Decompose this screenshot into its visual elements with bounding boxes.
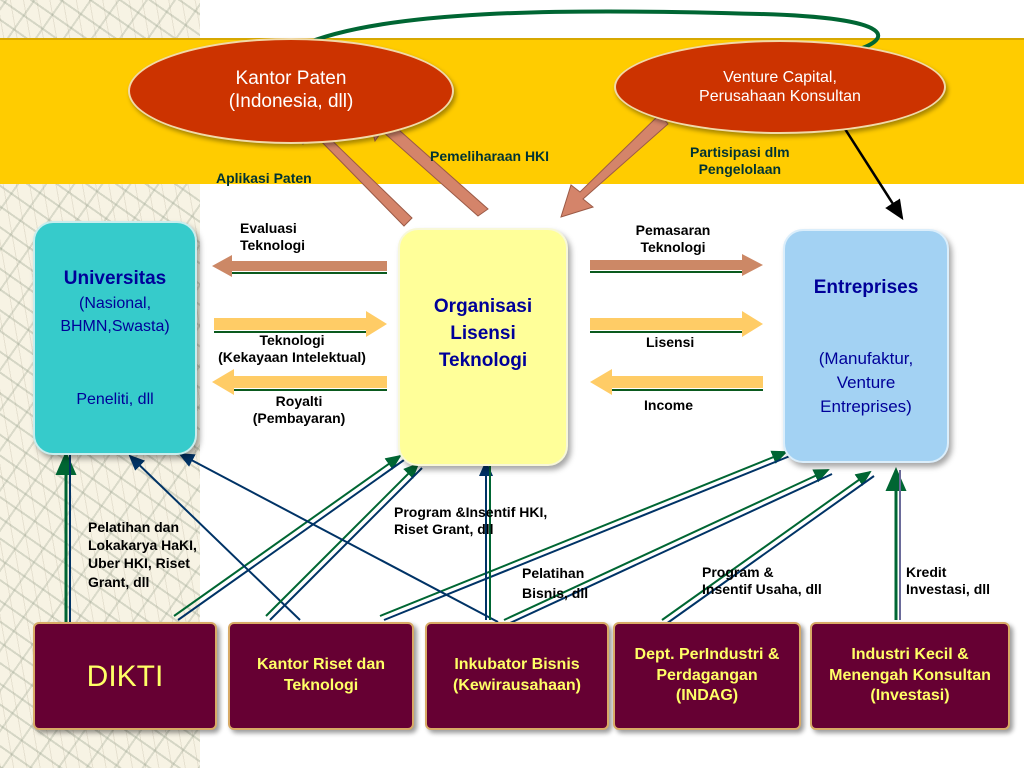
label-program-usaha: Program & Insentif Usaha, dll [702,564,822,598]
label-aplikasi-paten: Aplikasi Paten [216,170,312,186]
venture-capital-line1: Venture Capital, [723,68,837,86]
label-pemasaran-line1: Pemasaran [635,222,711,238]
label-program-usaha-line1: Program & [702,564,774,580]
organisasi-line3: Teknologi [438,350,528,371]
label-program-usaha-line2: Insentif Usaha, dll [702,580,822,597]
label-royalti-line1: Royalti [275,393,323,409]
kantor-paten-node: Kantor Paten (Indonesia, dll) [128,38,454,144]
label-teknologi-ki: Teknologi (Kekayaan Intelektual) [200,332,384,366]
label-pelatihan-lokakarya-line1: Pelatihan dan [88,519,180,535]
venture-capital-node: Venture Capital, Perusahaan Konsultan [614,40,946,134]
universitas-line2: (Nasional, [78,295,152,312]
dept-perindustrian-line2: Perdagangan [656,666,758,684]
entreprises-line4: Entreprises) [820,397,912,416]
industri-kecil-line2: Menengah Konsultan [829,666,991,684]
kantor-riset-line2: Teknologi [283,677,359,694]
label-income: Income [644,397,694,413]
industri-kecil-line3: (Investasi) [870,687,950,705]
universitas-title: Universitas [63,268,167,289]
support-lines [55,450,907,625]
label-pelatihan-lokakarya-line3: Uber HKI, Riset [88,555,190,572]
arrow-vc-to-entreprises [836,117,904,221]
label-pelatihan-lokakarya-line4: Grant, dll [88,573,150,590]
label-kredit-line2: Investasi, dll [906,580,991,597]
label-evaluasi-teknologi: Evaluasi Teknologi [240,220,305,254]
universitas-line4: Peneliti, dll [76,391,154,408]
entreprises-node: Entreprises (Manufaktur, Venture Entrepr… [783,229,949,463]
kantor-riset-box: Kantor Riset dan Teknologi [228,622,414,730]
organisasi-lisensi-node: Organisasi Lisensi Teknologi [398,228,568,466]
organisasi-line1: Organisasi [433,296,533,317]
header-band-edge [0,38,1024,40]
label-kredit-investasi: Kredit Investasi, dll [906,564,990,598]
label-pemasaran-teknologi: Pemasaran Teknologi [620,222,726,256]
label-pelatihan-lokakarya-line2: Lokakarya HaKI, [88,537,197,554]
universitas-line3: BHMN,Swasta) [60,318,170,335]
inkubator-bisnis-box: Inkubator Bisnis (Kewirausahaan) [425,622,609,730]
inkubator-line2: (Kewirausahaan) [452,677,582,694]
arrow-partisipasi [560,113,669,218]
label-teknologi-line1: Teknologi [259,332,325,348]
label-pelatihan-bisnis: Pelatihan Bisnis, dll [522,564,588,603]
label-program-insentif-hki: Program &Insentif HKI, Riset Grant, dll [394,504,547,538]
industri-kecil-box: Industri Kecil & Menengah Konsultan (Inv… [810,622,1010,730]
organisasi-line2: Lisensi [450,323,516,344]
dikti-label: DIKTI [86,659,164,693]
label-royalti: Royalti (Pembayaran) [236,393,362,427]
label-program-insentif-hki-line2: Riset Grant, dll [394,520,494,537]
entreprises-line2: (Manufaktur, [818,349,914,368]
label-royalti-line2: (Pembayaran) [252,409,346,426]
arrow-lisensi [590,311,763,337]
kantor-riset-line1: Kantor Riset dan [256,656,385,674]
venture-capital-line2: Perusahaan Konsultan [699,88,861,105]
arrow-pemasaran-teknologi [590,254,763,276]
label-evaluasi-line2: Teknologi [240,236,306,253]
entreprises-line3: Venture [836,373,896,392]
dept-perindustrian-line1: Dept. PerIndustri & [634,645,780,663]
label-pelatihan-lokakarya: Pelatihan dan Lokakarya HaKI, Uber HKI, … [88,518,197,591]
kantor-paten-line1: Kantor Paten [235,68,347,90]
dept-perindustrian-line3: (INDAG) [675,687,739,705]
arrow-evaluasi-teknologi [212,255,387,277]
label-partisipasi: Partisipasi dlm Pengelolaan [690,144,790,178]
dikti-box: DIKTI [33,622,217,730]
kantor-paten-line2: (Indonesia, dll) [228,91,354,112]
label-partisipasi-line1: Partisipasi dlm [690,144,790,160]
universitas-node: Universitas (Nasional, BHMN,Swasta) Pene… [33,221,197,455]
inkubator-line1: Inkubator Bisnis [454,656,580,674]
curve-link [299,9,881,54]
entreprises-title: Entreprises [813,277,919,298]
label-pemeliharaan-hki: Pemeliharaan HKI [430,148,550,164]
arrow-teknologi-ki [214,311,387,337]
arrow-royalti [212,369,387,395]
label-kredit-line1: Kredit [906,564,947,580]
label-pemasaran-line2: Teknologi [640,238,706,255]
label-teknologi-line2: (Kekayaan Intelektual) [218,348,366,365]
arrow-income [590,369,763,395]
dept-perindustrian-box: Dept. PerIndustri & Perdagangan (INDAG) [613,622,801,730]
label-pelatihan-bisnis-line2: Bisnis, dll [522,584,589,601]
label-pelatihan-bisnis-line1: Pelatihan [522,565,585,581]
label-evaluasi-line1: Evaluasi [240,220,297,236]
label-lisensi: Lisensi [646,334,695,350]
label-program-insentif-hki-line1: Program &Insentif HKI, [394,504,548,520]
label-partisipasi-line2: Pengelolaan [698,160,782,177]
industri-kecil-line1: Industri Kecil & [851,645,969,663]
